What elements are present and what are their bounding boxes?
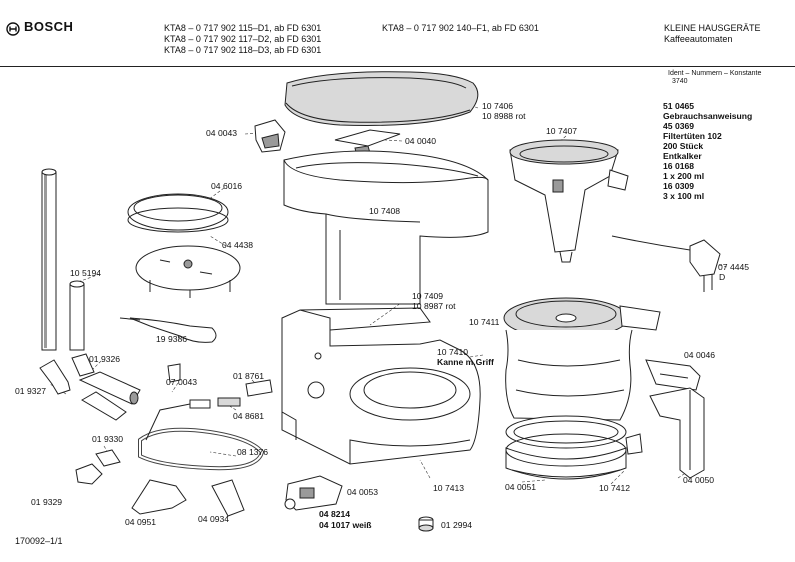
foot (418, 516, 434, 532)
part-label: 04 6016 (211, 181, 243, 191)
gasket (127, 193, 229, 233)
bosch-logo-icon (6, 22, 20, 36)
part-label: 04 8214 (319, 509, 351, 519)
part-label: 04 0051 (505, 482, 537, 492)
part-label: 10 8987 rot (412, 301, 456, 311)
header-rule (0, 66, 795, 67)
heating-element (138, 399, 265, 471)
part-label: Kanne m.Griff (437, 357, 494, 367)
accessory-line: Entkalker (663, 151, 702, 161)
housing-base (281, 307, 481, 465)
part-label: 10 8988 rot (482, 111, 526, 121)
part-label: 10 7407 (546, 126, 578, 136)
part-label: 04 0050 (683, 475, 715, 485)
model-line-3: KTA8 – 0 717 902 118–D3, ab FD 6301 (164, 45, 322, 55)
part-label: 10 7408 (369, 206, 401, 216)
accessory-line: 3 x 100 ml (663, 191, 705, 201)
part-label: 04 1017 weiß (319, 520, 372, 530)
part-label: 01 2994 (441, 520, 473, 530)
model-line-2: KTA8 – 0 717 902 117–D2, ab FD 6301 (164, 34, 322, 44)
model-line-4: KTA8 – 0 717 902 140–F1, ab FD 6301 (382, 23, 539, 33)
accessory-line: 1 x 200 ml (663, 171, 705, 181)
brackets (75, 449, 245, 517)
part-label: 10 7406 (482, 101, 514, 111)
carafe-handle (645, 359, 705, 479)
part-label: 01 9329 (31, 497, 63, 507)
hoses (39, 353, 141, 421)
flow-guide (119, 317, 217, 343)
part-label: 01 9326 (89, 354, 121, 364)
part-label: 10 7411 (469, 317, 500, 327)
thermostat (284, 475, 343, 511)
carafe-glass (505, 329, 633, 421)
ident-label: Ident – Nummern – Konstante (668, 70, 762, 77)
part-label: 01 8761 (233, 371, 265, 381)
switch-cap (254, 119, 286, 153)
part-label: 04 0046 (684, 350, 716, 360)
carafe-bottom (505, 415, 627, 480)
part-label: 19 9386 (156, 334, 188, 344)
ident-value: 3740 (672, 78, 688, 85)
part-label: 10 7412 (599, 483, 631, 493)
lid (284, 71, 479, 126)
part-label: 01 9330 (92, 434, 124, 444)
part-label: 07 0043 (166, 377, 198, 387)
housing-upper (283, 150, 489, 305)
accessory-line: 16 0309 (663, 181, 695, 191)
filter-basket (509, 139, 629, 263)
part-label: 04 0951 (125, 517, 157, 527)
brand-name: BOSCH (24, 19, 74, 34)
accessory-line: Filtertüten 102 (663, 131, 722, 141)
accessory-line: 45 0369 (663, 121, 695, 131)
part-label: 01 9327 (15, 386, 47, 396)
part-label: 04 0934 (198, 514, 230, 524)
category-line-2: Kaffeeautomaten (664, 34, 733, 44)
part-label: D (719, 272, 726, 282)
part-label: 10 5194 (70, 268, 102, 278)
part-label: 10 7410 (437, 347, 469, 357)
warming-plate (135, 245, 241, 298)
riser-tubes (41, 168, 85, 351)
category-line-1: KLEINE HAUSGERÄTE (664, 23, 761, 33)
carafe-clip (625, 433, 643, 455)
part-label: 04 0043 (206, 128, 238, 138)
accessory-line: 16 0168 (663, 161, 695, 171)
accessory-line: 51 0465 (663, 101, 695, 111)
accessory-line: 200 Stück (663, 141, 704, 151)
part-label: 10 7409 (412, 291, 444, 301)
part-label: 04 0053 (347, 487, 379, 497)
part-label: 04 4438 (222, 240, 254, 250)
model-line-1: KTA8 – 0 717 902 115–D1, ab FD 6301 (164, 23, 322, 33)
accessory-line: Gebrauchsanweisung (663, 111, 753, 121)
part-label: 08 1376 (237, 447, 269, 457)
part-label: 07 4445 (718, 262, 750, 272)
part-label: 04 0040 (405, 136, 437, 146)
part-label: 04 8681 (233, 411, 265, 421)
carafe-lid (503, 297, 661, 339)
part-label: 10 7413 (433, 483, 465, 493)
footer-code: 170092–1/1 (15, 536, 63, 546)
power-cord (611, 235, 721, 292)
fuse (167, 363, 273, 407)
